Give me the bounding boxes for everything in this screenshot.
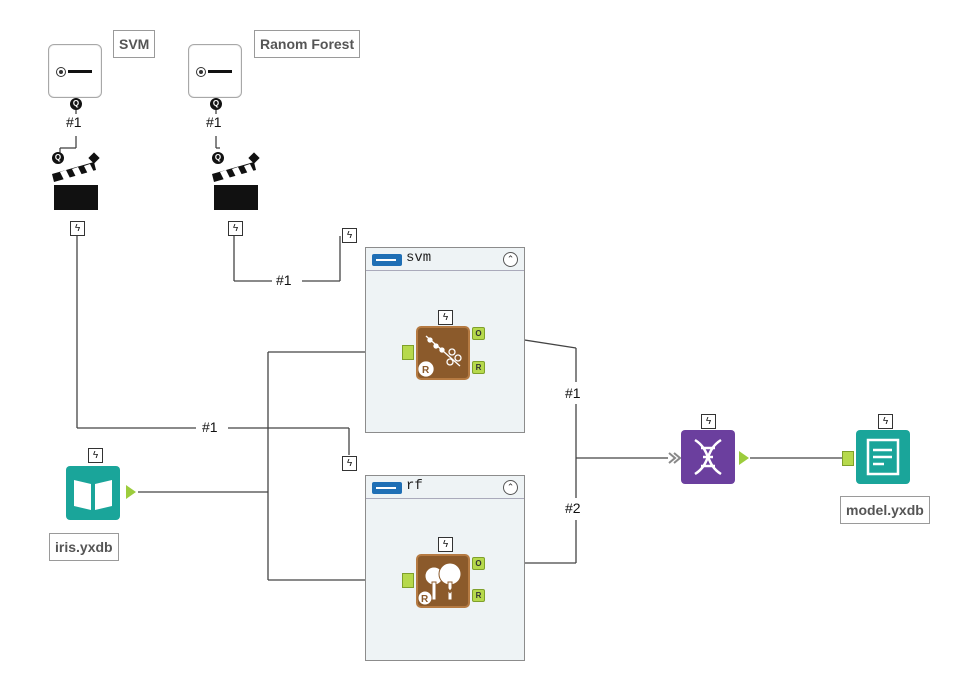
collapse-icon[interactable]: ⌃ — [503, 480, 518, 495]
lightning-icon[interactable]: ϟ — [438, 310, 453, 325]
output-anchor[interactable] — [126, 485, 136, 499]
svg-text:R: R — [422, 365, 430, 376]
container-header: rf ⌃ — [366, 476, 524, 499]
lightning-icon[interactable]: ϟ — [438, 537, 453, 552]
q-anchor-action-rf[interactable]: Q — [212, 152, 224, 164]
input-anchor[interactable] — [842, 451, 854, 466]
report-icon — [866, 438, 900, 476]
lightning-icon[interactable]: ϟ — [70, 221, 85, 236]
rf-connection-number: #1 — [204, 114, 224, 130]
diamond-anchor-icon — [88, 152, 100, 164]
union-connection-2: #2 — [563, 500, 583, 516]
input-anchor[interactable] — [402, 345, 414, 360]
q-anchor-svm[interactable]: Q — [70, 98, 82, 110]
radio-line — [208, 70, 232, 73]
clapperboard-icon — [212, 162, 258, 210]
container-icon — [372, 482, 402, 494]
diamond-anchor-icon — [248, 152, 260, 164]
multi-input-anchor[interactable] — [668, 451, 682, 465]
input-anchor[interactable] — [402, 573, 414, 588]
q-anchor-action-svm[interactable]: Q — [52, 152, 64, 164]
model-tool-label: model.yxdb — [840, 496, 930, 524]
container-icon — [372, 254, 402, 266]
dna-icon — [694, 438, 722, 476]
container-header: svm ⌃ — [366, 248, 524, 271]
forest-icon: R — [417, 562, 462, 606]
lightning-icon[interactable]: ϟ — [228, 221, 243, 236]
model-output-tool[interactable] — [856, 430, 910, 484]
svm-r-tool[interactable]: R — [416, 326, 470, 380]
collapse-icon[interactable]: ⌃ — [503, 252, 518, 267]
lightning-icon[interactable]: ϟ — [701, 414, 716, 429]
output-anchor[interactable] — [739, 451, 749, 465]
svm-action-tool[interactable] — [50, 152, 106, 214]
iris-tool-label: iris.yxdb — [49, 533, 119, 561]
lightning-icon[interactable]: ϟ — [878, 414, 893, 429]
container-rf[interactable]: rf ⌃ — [365, 475, 525, 661]
union-tool[interactable] — [681, 430, 735, 484]
radio-button-icon — [56, 67, 66, 77]
lightning-icon[interactable]: ϟ — [342, 456, 357, 471]
output-anchor-r[interactable]: R — [472, 361, 485, 374]
output-anchor-r[interactable]: R — [472, 589, 485, 602]
r-scatter-icon: R — [418, 335, 462, 377]
rf-radio-button-tool[interactable] — [188, 44, 242, 98]
q-anchor-rf[interactable]: Q — [210, 98, 222, 110]
connection-number-upper: #1 — [274, 272, 294, 288]
container-title: rf — [406, 478, 423, 494]
rf-tool-label: Ranom Forest — [254, 30, 361, 58]
svm-connection-number: #1 — [64, 114, 84, 130]
svm-radio-button-tool[interactable] — [48, 44, 102, 98]
radio-line — [68, 70, 92, 73]
lightning-icon[interactable]: ϟ — [342, 228, 357, 243]
union-connection-1: #1 — [563, 385, 583, 401]
radio-button-icon — [196, 67, 206, 77]
svg-text:R: R — [421, 594, 429, 605]
clapperboard-icon — [52, 162, 98, 210]
iris-input-tool[interactable] — [66, 466, 120, 520]
output-anchor-o[interactable]: O — [472, 327, 485, 340]
lightning-icon[interactable]: ϟ — [88, 448, 103, 463]
book-icon — [74, 480, 112, 510]
svm-tool-label: SVM — [113, 30, 156, 58]
container-title: svm — [406, 250, 432, 266]
rf-action-tool[interactable] — [210, 152, 266, 214]
container-svm[interactable]: svm ⌃ — [365, 247, 525, 433]
rf-r-tool[interactable]: R — [416, 554, 470, 608]
output-anchor-o[interactable]: O — [472, 557, 485, 570]
connection-number-left: #1 — [200, 419, 220, 435]
